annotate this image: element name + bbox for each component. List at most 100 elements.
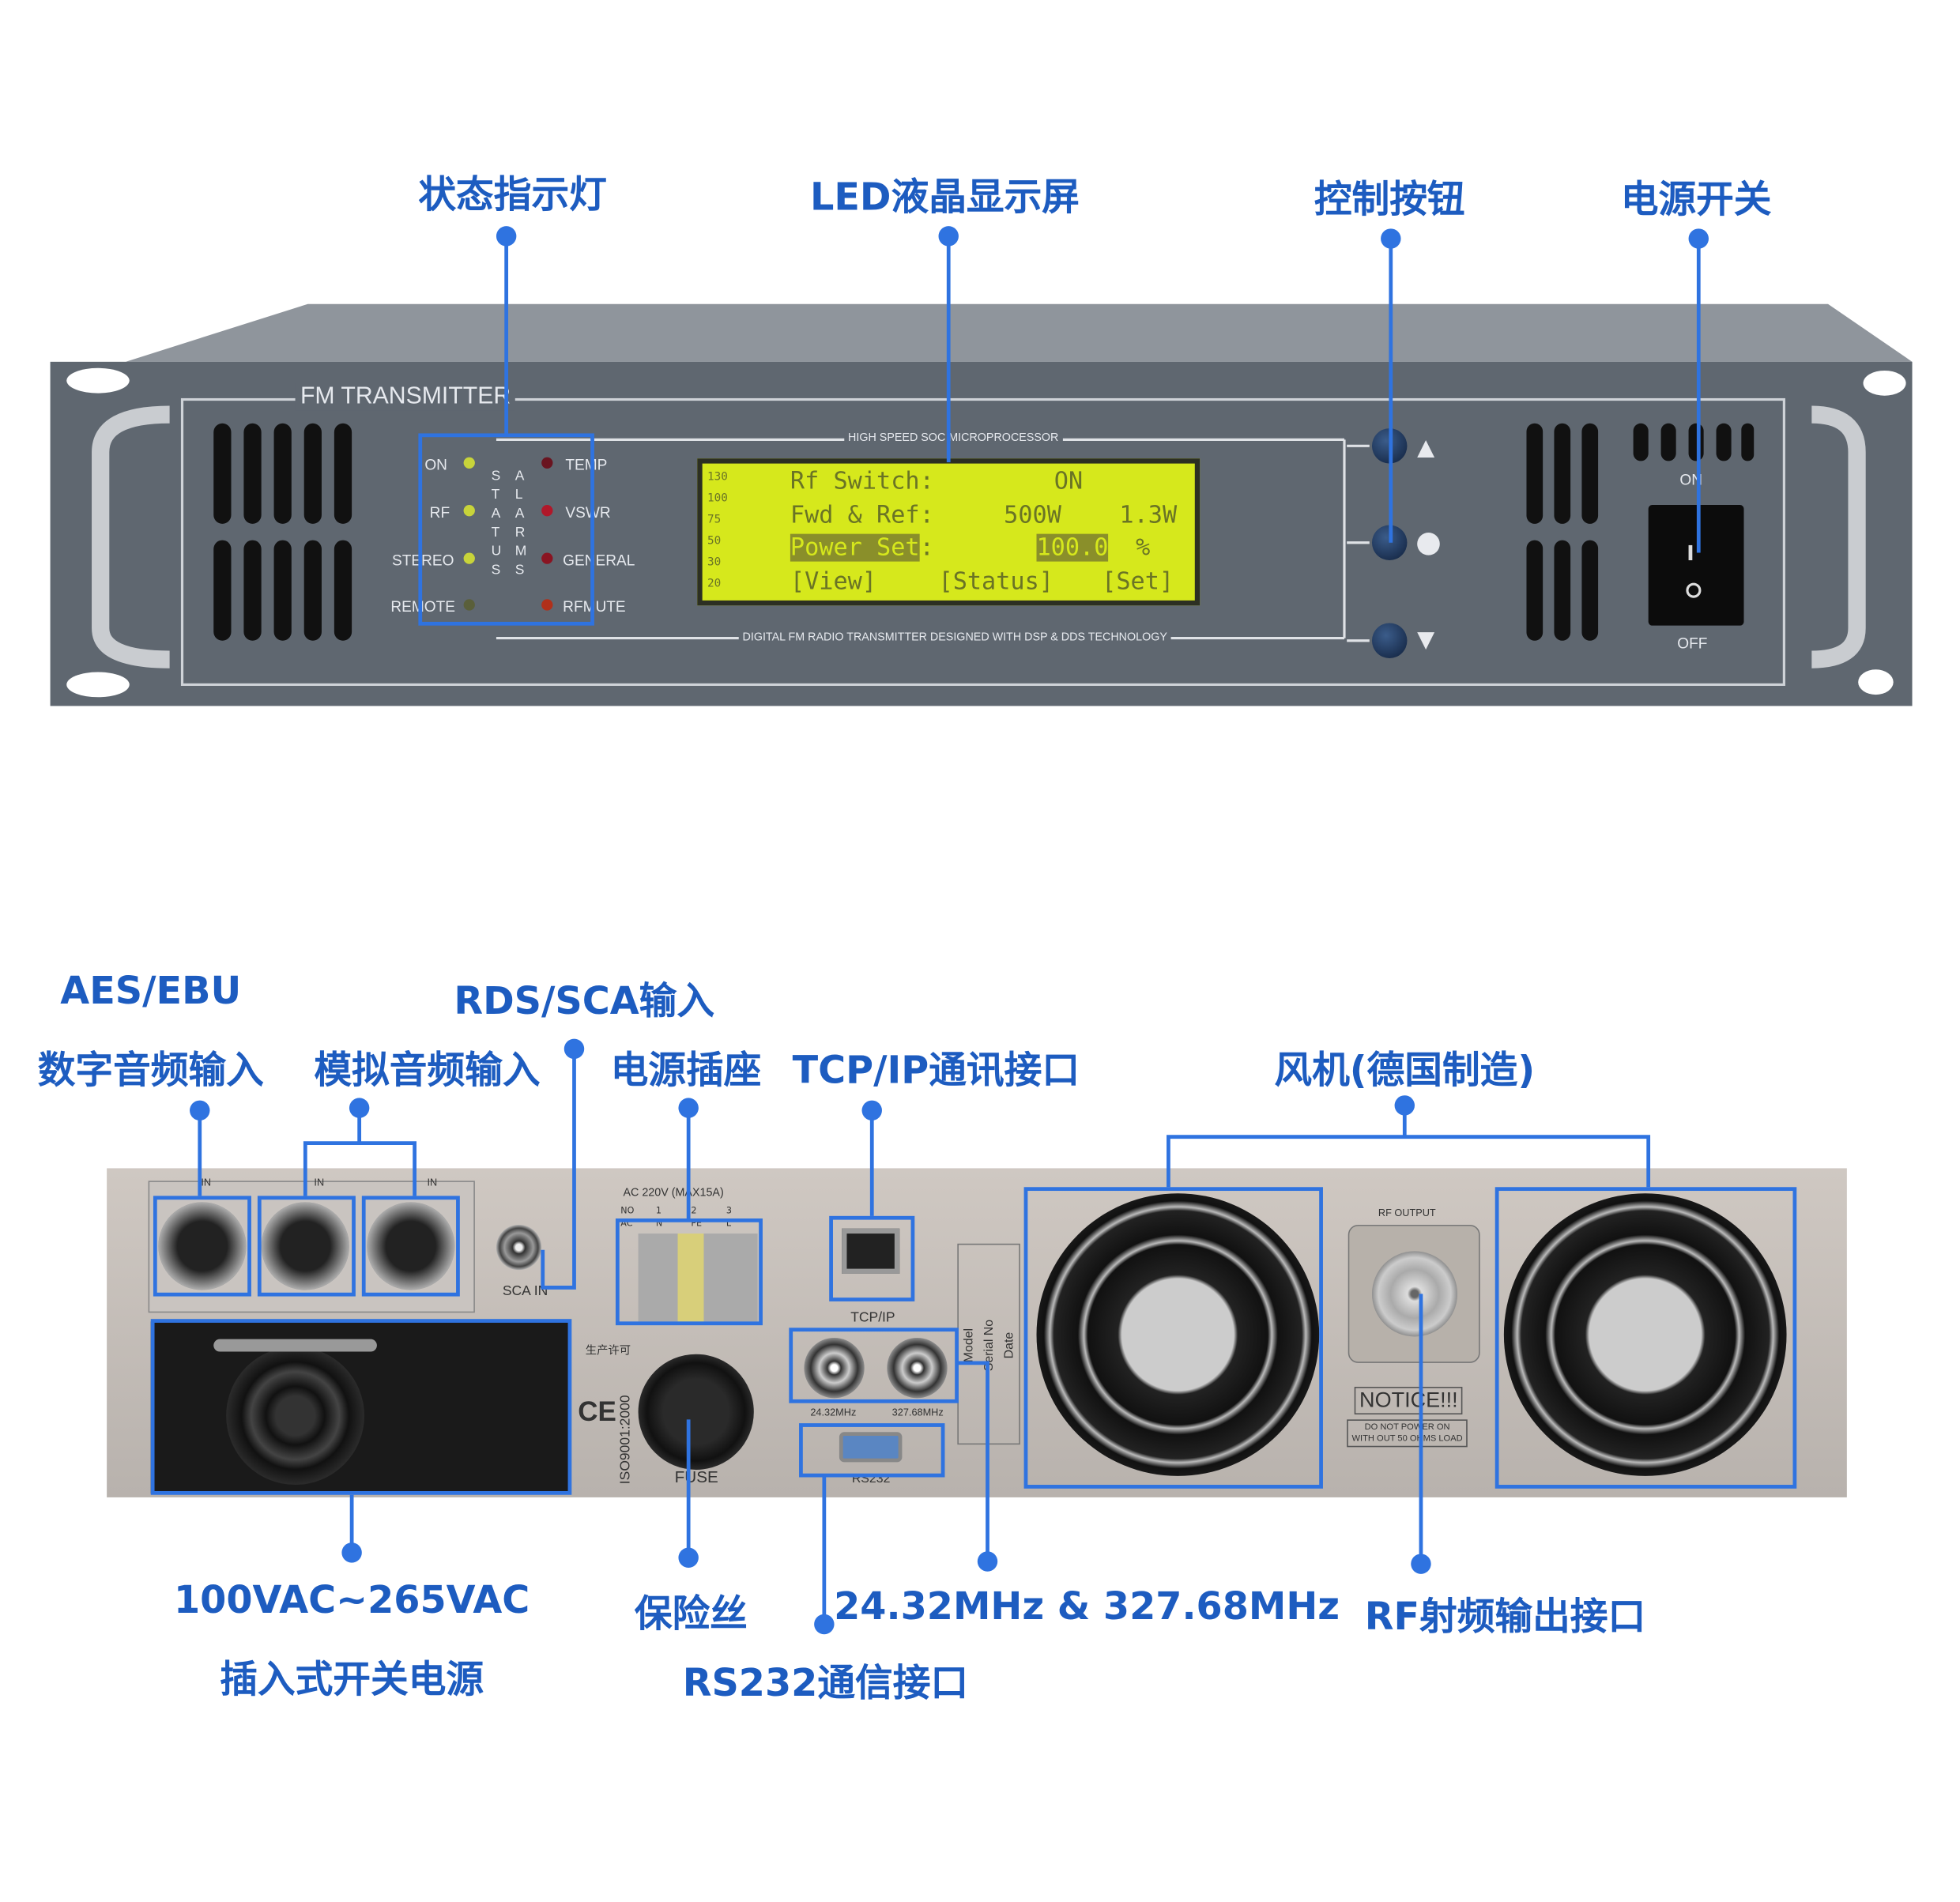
vent-slot xyxy=(1526,423,1544,524)
lcd-rf-switch-value: ON xyxy=(1054,467,1084,495)
rf-output-plate xyxy=(1348,1224,1480,1363)
terminal-cell: N xyxy=(655,1218,663,1229)
led-label-on: ON xyxy=(424,456,447,474)
scale-tick: 20 xyxy=(707,578,722,591)
label-clock-ports: 24.32MHz & 327.68MHz xyxy=(834,1585,1340,1629)
label-fans: 风机(德国制造) xyxy=(1274,1049,1536,1094)
terminal-cell: NO xyxy=(620,1206,635,1216)
scale-tick: 50 xyxy=(707,535,722,548)
rf-output-caption: RF OUTPUT xyxy=(1378,1207,1436,1219)
led-label-general: GENERAL xyxy=(563,551,635,570)
power-supply-module xyxy=(150,1321,570,1494)
vent-slot xyxy=(1581,540,1599,641)
status-word: STATUS xyxy=(491,468,502,578)
cooling-fan-right xyxy=(1503,1193,1787,1476)
lcd-ref-value: 1.3W xyxy=(1119,501,1178,529)
label-rs232: RS232通信接口 xyxy=(682,1662,969,1706)
ac-terminal-block[interactable] xyxy=(638,1233,758,1322)
production-license: 生产许可 xyxy=(585,1343,631,1357)
vent-slot xyxy=(1633,423,1649,461)
vent-slot xyxy=(1660,423,1676,461)
rf-output-connector[interactable] xyxy=(1371,1251,1458,1337)
led-general xyxy=(541,552,553,564)
vent-slot xyxy=(213,423,232,524)
lcd-display: 130 100 75 50 30 20 Rf Switch:ON Fwd & R… xyxy=(697,458,1200,606)
vent-slot xyxy=(334,540,352,641)
led-rf xyxy=(463,505,475,517)
label-rds-sca: RDS/SCA输入 xyxy=(454,979,715,1024)
label-tcpip: TCP/IP通讯接口 xyxy=(792,1049,1080,1094)
vent-slot xyxy=(303,540,322,641)
notice-text: DO NOT POWER ON WITH OUT 50 OHMS LOAD xyxy=(1347,1419,1468,1448)
up-button[interactable] xyxy=(1371,428,1408,464)
xlr-aes-ebu-input[interactable] xyxy=(158,1202,247,1290)
power-rocker-switch[interactable] xyxy=(1648,505,1744,626)
xlr-analog-left-input[interactable] xyxy=(261,1202,349,1290)
enter-button[interactable] xyxy=(1371,525,1408,561)
highlight-fan-right xyxy=(1494,1187,1797,1489)
arrow-up-icon: ▲ xyxy=(1417,435,1435,461)
down-button[interactable] xyxy=(1371,623,1408,659)
highlight-aes xyxy=(153,1196,251,1297)
lcd-power-set-value: 100.0 xyxy=(1036,533,1109,562)
processor-caption: HIGH SPEED SOC MICROPROCESSOR xyxy=(844,431,1063,444)
lcd-fwd-value: 500W xyxy=(1004,501,1061,529)
notice-line: WITH OUT 50 OHMS LOAD xyxy=(1351,1434,1463,1444)
highlight-psu xyxy=(150,1319,572,1495)
iso-mark: ISO9001:2000 xyxy=(618,1395,634,1485)
led-vswr xyxy=(541,505,553,517)
led-label-remote: REMOTE xyxy=(390,597,456,616)
fuse-holder[interactable] xyxy=(638,1354,754,1470)
label-rf-output: RF射频输出接口 xyxy=(1364,1595,1646,1640)
sca-in-bnc[interactable] xyxy=(496,1224,542,1271)
lcd-menu-status: [Status] xyxy=(938,567,1054,596)
lcd-menu-view: [View] xyxy=(790,567,877,596)
terminal-cell: 3 xyxy=(726,1206,732,1216)
tcpip-label: TCP/IP xyxy=(850,1310,895,1326)
vent-slot xyxy=(273,423,292,524)
highlight-power-socket xyxy=(615,1218,763,1326)
lcd-colon: : xyxy=(919,533,934,562)
led-label-rfmute: RFMUTE xyxy=(563,597,626,616)
rj45-port[interactable] xyxy=(842,1228,900,1274)
led-stereo xyxy=(463,552,475,564)
status-lights-highlight xyxy=(418,433,594,626)
lcd-scale: 130 100 75 50 30 20 xyxy=(707,467,728,595)
vent-slot xyxy=(1554,540,1571,641)
cooling-fan-left xyxy=(1036,1193,1320,1476)
vent-slot xyxy=(334,423,352,524)
led-temp xyxy=(541,457,553,469)
highlight-tcpip xyxy=(829,1215,915,1301)
xlr-analog-right-input[interactable] xyxy=(367,1202,455,1290)
label-power-switch: 电源开关 xyxy=(1620,178,1772,223)
highlight-analog-l xyxy=(257,1196,356,1297)
lcd-power-set-label: Power Set xyxy=(790,533,920,562)
bnc-24mhz[interactable] xyxy=(804,1338,865,1399)
vent-slot xyxy=(213,540,232,641)
terminal-cell: 2 xyxy=(691,1206,697,1216)
circle-icon xyxy=(1417,533,1440,556)
label-fuse: 保险丝 xyxy=(634,1592,748,1637)
label-aes-ebu: AES/EBU xyxy=(60,970,242,1014)
clk1-label: 24.32MHz xyxy=(810,1407,857,1418)
plate-serial: Serial No xyxy=(982,1319,997,1372)
plate-date: Date xyxy=(1002,1331,1017,1359)
serial-plate: Model Serial No Date xyxy=(957,1243,1020,1445)
clk2-label: 327.68MHz xyxy=(891,1407,944,1418)
alarms-word: ALARMS xyxy=(514,468,527,578)
vent-slot xyxy=(1554,423,1571,524)
label-psu-desc: 插入式开关电源 xyxy=(220,1658,484,1703)
arrow-down-icon: ▼ xyxy=(1417,627,1435,653)
led-remote xyxy=(463,599,475,611)
sca-in-label: SCA IN xyxy=(502,1283,548,1299)
in-mark: IN xyxy=(427,1177,438,1188)
vent-slot xyxy=(243,540,262,641)
highlight-rs232 xyxy=(799,1423,945,1478)
lcd-fwd-ref-label: Fwd & Ref: xyxy=(790,501,934,529)
switch-on-label: ON xyxy=(1679,471,1703,489)
db9-rs232-port[interactable] xyxy=(839,1432,903,1463)
bnc-327mhz[interactable] xyxy=(887,1338,948,1399)
led-on xyxy=(463,457,475,469)
led-label-vswr: VSWR xyxy=(565,503,611,522)
